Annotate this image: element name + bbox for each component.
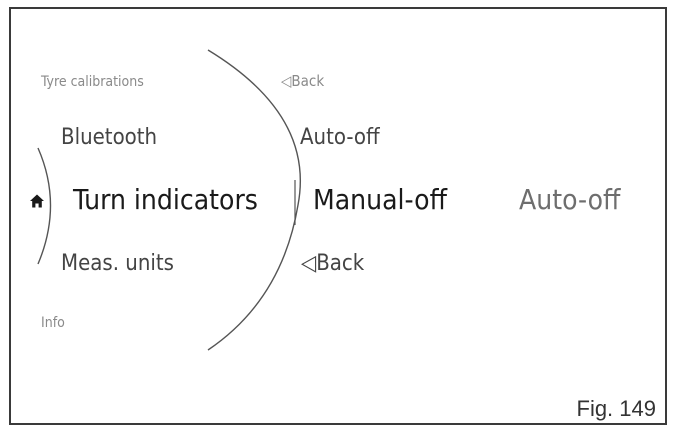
menu-item-bluetooth[interactable]: Bluetooth bbox=[61, 125, 158, 150]
menu-item-info[interactable]: Info bbox=[41, 315, 65, 331]
submenu-back-top[interactable]: ◁Back bbox=[281, 72, 325, 90]
figure-caption: Fig. 149 bbox=[576, 396, 657, 421]
submenu-back-bottom[interactable]: ◁Back bbox=[301, 251, 365, 276]
submenu-item-auto-off[interactable]: Auto-off bbox=[300, 125, 380, 150]
home-icon bbox=[30, 194, 44, 208]
option-preview-auto-off: Auto-off bbox=[519, 183, 621, 216]
submenu-item-manual-off-selected[interactable]: Manual-off bbox=[313, 183, 447, 216]
menu-item-tyre-calibrations[interactable]: Tyre calibrations bbox=[41, 74, 144, 90]
menu-item-turn-indicators-selected[interactable]: Turn indicators bbox=[73, 183, 258, 216]
menu-item-meas-units[interactable]: Meas. units bbox=[61, 251, 174, 276]
display-frame bbox=[9, 7, 667, 425]
